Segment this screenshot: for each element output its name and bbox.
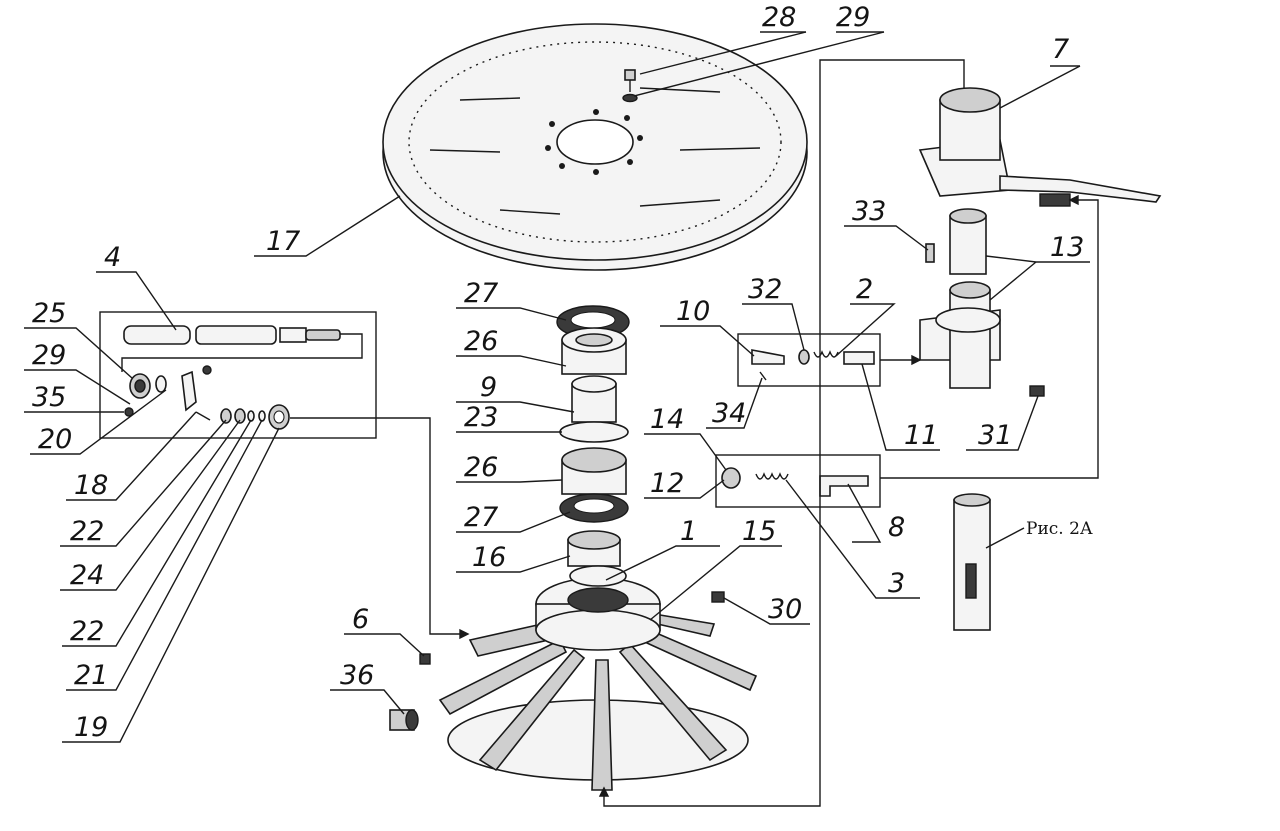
callout-19: 19 (74, 712, 108, 743)
callout-33: 33 (852, 196, 886, 227)
callout-1: 1 (680, 516, 697, 547)
bearing-part-19 (268, 404, 290, 430)
stack-parts-9-16-23-26-27 (556, 305, 630, 567)
spring-assembly-frame-lower (715, 454, 881, 508)
spring-part-3 (755, 472, 789, 480)
callout-20: 20 (38, 424, 72, 455)
callout-2: 2 (856, 274, 873, 305)
callout-25: 25 (32, 298, 66, 329)
callout-26: 26 (464, 326, 498, 357)
rod-figure-2a (953, 493, 991, 631)
washer-part-35 (124, 407, 134, 417)
callout-9: 9 (480, 372, 497, 403)
callout-30: 30 (768, 594, 802, 625)
callout-labels: 28 29 7 17 4 25 29 35 20 18 22 24 22 21 … (32, 2, 1084, 743)
callout-16: 16 (472, 542, 506, 573)
crank-part-20 (181, 365, 212, 421)
callout-27: 27 (464, 278, 498, 309)
callout-18: 18 (74, 470, 108, 501)
washer-part-29 (622, 93, 638, 103)
bolt-part-28 (624, 69, 636, 92)
callout-29-left: 29 (32, 340, 66, 371)
callout-32: 32 (748, 274, 782, 305)
callout-7: 7 (1052, 34, 1069, 65)
callout-15: 15 (742, 516, 776, 547)
pin-part-33 (925, 243, 935, 263)
washer-part-32 (798, 349, 810, 365)
spring-part-2 (813, 350, 839, 358)
bolt-part-30 (711, 591, 725, 603)
callout-4: 4 (104, 242, 121, 273)
callout-26-lower: 26 (464, 452, 498, 483)
bushing-part-36 (389, 709, 419, 731)
callout-28: 28 (762, 2, 796, 33)
callout-23: 23 (464, 402, 498, 433)
callout-36: 36 (340, 660, 374, 691)
callout-12: 12 (650, 468, 684, 499)
callout-22-lower: 22 (70, 616, 104, 647)
plunger-part-11 (843, 351, 875, 365)
shaft-assembly-frame (99, 311, 377, 439)
callout-22: 22 (70, 516, 104, 547)
callout-34: 34 (712, 398, 746, 429)
bolt-part-31 (1029, 385, 1045, 397)
housing-part-13 (919, 208, 1001, 389)
callout-3: 3 (888, 568, 905, 599)
nut-part-25 (129, 373, 151, 399)
callout-21: 21 (74, 660, 108, 691)
small-rings-part-21-24 (220, 408, 266, 424)
callout-29: 29 (836, 2, 870, 33)
callout-13: 13 (1050, 232, 1084, 263)
leader-lines (24, 31, 1090, 743)
callout-35: 35 (32, 382, 66, 413)
callout-24: 24 (70, 560, 104, 591)
nut-part-12 (721, 467, 741, 489)
figure-caption: Рис. 2А (1026, 519, 1093, 539)
bracket-part-7 (918, 87, 1162, 207)
connector-lines (290, 59, 1099, 807)
ring-part-29-left (155, 375, 167, 393)
callout-10: 10 (676, 296, 710, 327)
rod-part-8 (819, 475, 869, 497)
shaft-part-4 (121, 325, 363, 372)
bolt-part-6 (419, 653, 431, 665)
callout-11: 11 (904, 420, 938, 451)
callout-8: 8 (888, 512, 905, 543)
callout-31: 31 (978, 420, 1012, 451)
callout-27-lower: 27 (464, 502, 498, 533)
disc-part-17 (382, 23, 808, 271)
callout-14: 14 (650, 404, 684, 435)
callout-17: 17 (266, 226, 300, 257)
callout-6: 6 (352, 604, 369, 635)
pin-part-10 (751, 349, 785, 381)
hub-part-1 (438, 565, 758, 791)
